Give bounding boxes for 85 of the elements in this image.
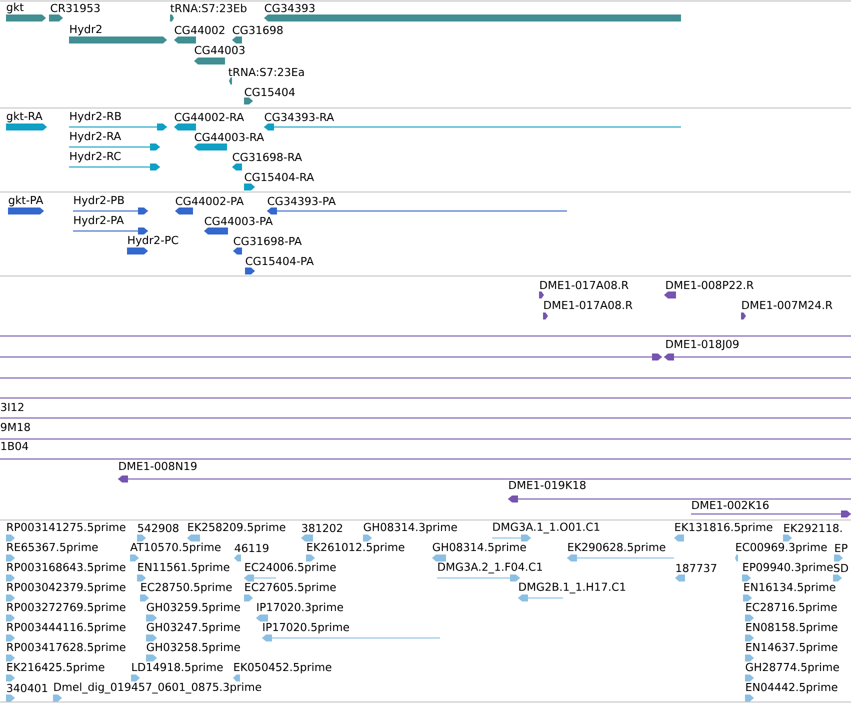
feature-label: EK290628.5prime — [568, 542, 666, 554]
feature-label: EC24006.5prime — [245, 562, 336, 574]
feature-label: CG44003-RA — [194, 132, 264, 142]
feature-label: Hydr2-PC — [128, 236, 178, 246]
feature-label: 381202 — [302, 524, 342, 532]
feature-label: DME1-002K16 — [692, 500, 769, 510]
feature-label: GH08314.3prime — [364, 522, 457, 534]
feature-label: Hydr2-RA — [70, 132, 122, 142]
feature-label: CG44002-RA — [174, 112, 244, 122]
feature-label: EN04442.5prime — [746, 682, 838, 694]
feature-label: 542908 — [138, 524, 178, 532]
feature-label: IP17020.3prime — [257, 602, 344, 614]
feature-label: gkt-RA — [6, 112, 42, 122]
feature-label: IP17020.5prime — [263, 622, 350, 634]
feature-label: DME1-019K18 — [509, 480, 586, 490]
feature-label: CG44003-PA — [204, 216, 273, 226]
feature-label: EC27605.5prime — [245, 582, 336, 594]
feature-label: RP003141275.5prime — [7, 522, 126, 534]
feature-label: CG34393 — [264, 4, 314, 12]
feature-label: DMG2B.1_1.H17.C1 — [519, 582, 626, 594]
feature-label: CG31698 — [232, 26, 283, 34]
feature-label: RP003417628.5prime — [7, 642, 126, 654]
feature-label: EP09940.3prime — [743, 562, 833, 574]
feature-label: 1B04 — [1, 442, 28, 450]
feature-label: EC00969.3prime — [736, 542, 827, 554]
feature-label: DME1-017A08.R — [544, 300, 632, 310]
feature-label: Hydr2-PB — [74, 196, 124, 206]
feature-label: Hydr2-RB — [70, 112, 121, 122]
feature-label: EC28750.5prime — [141, 582, 232, 594]
feature-label: EK292118. — [784, 524, 842, 532]
feature-label: GH28774.5prime — [746, 662, 839, 674]
feature-label: EC28716.5prime — [746, 602, 837, 614]
feature-label: CG34393-PA — [268, 196, 336, 206]
feature-label: 9M18 — [0, 422, 30, 432]
feature-label: CR31953 — [50, 4, 100, 12]
feature-label: Hydr2-RC — [70, 152, 121, 162]
feature-label: CG15404-PA — [246, 256, 314, 266]
feature-label: RP003042379.5prime — [7, 582, 126, 594]
feature-label: Dmel_dig_019457_0601_0875.3prime — [54, 682, 262, 694]
feature-label: GH08314.5prime — [432, 542, 526, 554]
feature-label: RP003168643.5prime — [7, 562, 126, 574]
feature-label: RP003444116.5prime — [7, 622, 126, 634]
feature-label: CG15404-RA — [244, 172, 314, 182]
feature-label: CG15404 — [244, 88, 295, 96]
feature-label: GH03259.5prime — [146, 602, 240, 614]
feature-label: DME1-008P22.R — [666, 280, 754, 290]
feature-label: DMG3A.1_1.O01.C1 — [493, 522, 600, 534]
feature-label: CG44003 — [194, 46, 244, 54]
feature-label: EK131816.5prime — [675, 522, 772, 534]
feature-label: CG31698-PA — [234, 236, 302, 246]
feature-label: EN11561.5prime — [138, 562, 230, 574]
feature-label: EP — [835, 544, 848, 552]
feature-label: 46119 — [234, 544, 268, 552]
feature-label: DME1-008N19 — [119, 462, 197, 470]
feature-label: gkt — [6, 2, 24, 14]
feature-label: DMG3A.2_1.F04.C1 — [438, 562, 542, 574]
feature-label: EN08158.5prime — [746, 622, 838, 634]
feature-label: tRNA:S7:23Ea — [228, 68, 304, 76]
feature-label: tRNA:S7:23Eb — [170, 4, 246, 12]
feature-label: Hydr2-PA — [74, 216, 124, 226]
feature-label: CG34393-RA — [264, 112, 334, 122]
feature-label: CG31698-RA — [232, 152, 302, 162]
feature-label: CG44002 — [174, 26, 224, 34]
feature-label: 3I12 — [1, 402, 24, 412]
feature-label: Hydr2 — [70, 24, 102, 36]
feature-label: DME1-017A08.R — [540, 280, 628, 290]
feature-label: EN14637.5prime — [746, 642, 838, 654]
feature-label: DME1-007M24.R — [742, 300, 832, 310]
feature-label: DME1-018J09 — [666, 340, 739, 350]
feature-label: EK050452.5prime — [234, 662, 332, 674]
feature-label: EN16134.5prime — [744, 582, 836, 594]
feature-label: 340401 — [7, 684, 48, 692]
feature-label: gkt-PA — [8, 196, 44, 206]
feature-label: EK258209.5prime — [188, 522, 286, 534]
feature-label: CG44002-PA — [176, 196, 244, 206]
feature-label: LD14918.5prime — [132, 662, 223, 674]
feature-label: EK216425.5prime — [7, 662, 104, 674]
feature-label: 187737 — [676, 564, 716, 572]
feature-label: GH03247.5prime — [146, 622, 240, 634]
feature-label: RP003272769.5prime — [7, 602, 126, 614]
feature-label: SD — [834, 564, 848, 572]
feature-label: EK261012.5prime — [307, 542, 404, 554]
feature-label: RE65367.5prime — [7, 542, 98, 554]
feature-label: GH03258.5prime — [146, 642, 240, 654]
feature-label: AT10570.5prime — [130, 542, 221, 554]
